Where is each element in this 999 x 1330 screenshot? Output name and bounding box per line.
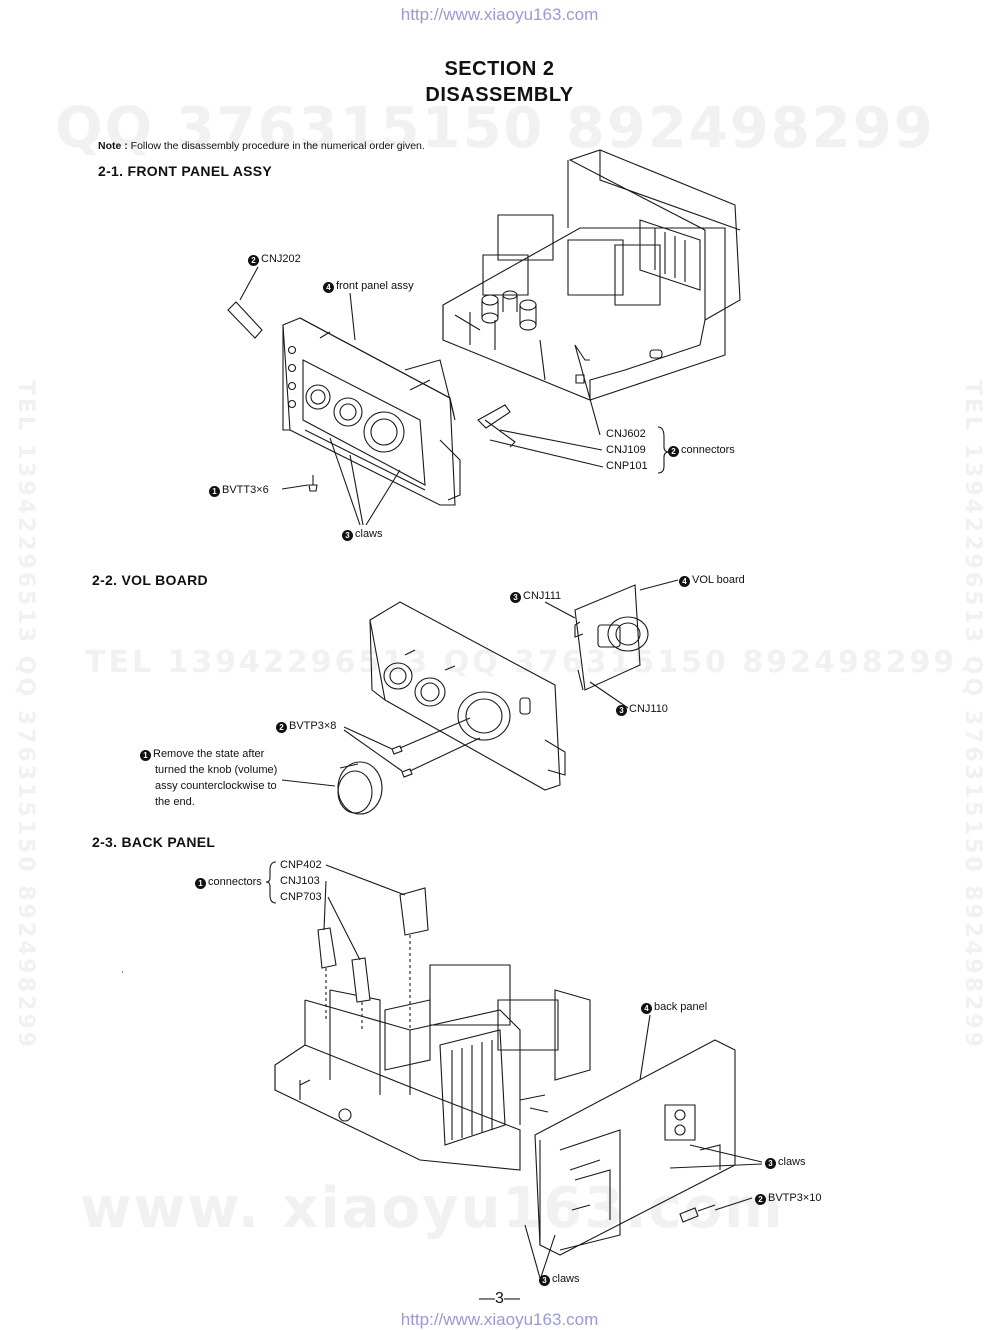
cable-cnj103 (318, 928, 336, 968)
screw-2-2-b (402, 738, 480, 777)
front-panel-2-1 (283, 318, 460, 505)
step-number-icon: 3 (539, 1275, 550, 1286)
page-number: —3— (479, 1290, 520, 1307)
chassis-unit-2-3 (275, 965, 590, 1170)
watermark-qq: QQ 376315150 892498299 (55, 96, 935, 161)
volume-knob-2-2 (338, 762, 382, 814)
header-url[interactable]: http://www.xiaoyu163.com (400, 5, 599, 24)
heading-front-panel: 2-1. FRONT PANEL ASSY (98, 163, 273, 179)
step-number-icon: 4 (641, 1003, 652, 1014)
label-cnp703: CNP703 (280, 891, 322, 903)
vol-pcb-2-2 (575, 585, 648, 690)
back-panel-2-3 (535, 1040, 735, 1255)
label-cnp402: CNP402 (280, 859, 322, 871)
step-number-icon: 4 (323, 282, 334, 293)
note: Note : Follow the disassembly procedure … (98, 140, 425, 152)
step-number-icon: 2 (248, 255, 259, 266)
chassis-unit-2-1 (443, 150, 740, 400)
watermark-bottom: www. xiaoyu163.com (80, 1176, 785, 1241)
step-number-icon: 3 (510, 592, 521, 603)
step-number-icon: 2 (276, 722, 287, 733)
section-title: SECTION 2 (444, 58, 555, 80)
cable-bundle-2-1 (478, 405, 515, 447)
step-number-icon: 1 (209, 486, 220, 497)
step-number-icon: 4 (679, 576, 690, 587)
label-cnp101: CNP101 (606, 460, 648, 472)
cable-cnp703 (352, 958, 370, 1002)
note-label: Note : (98, 140, 128, 152)
section-subtitle: DISASSEMBLY (425, 84, 574, 106)
label-cnj602: CNJ602 (606, 428, 646, 440)
vol-board-panel-2-2 (370, 602, 565, 790)
cable-cnp402 (400, 888, 428, 935)
step-number-icon: 2 (755, 1194, 766, 1205)
step-number-icon: 3 (342, 530, 353, 541)
screw-2-1 (309, 475, 317, 491)
step-number-icon: 2 (668, 446, 679, 457)
step-number-icon: 1 (140, 750, 151, 761)
step-number-icon: 3 (765, 1158, 776, 1169)
note-text: Follow the disassembly procedure in the … (130, 140, 425, 152)
cable-cnj202 (228, 302, 262, 338)
screw-2-2-a (392, 718, 470, 754)
screw-2-3 (680, 1205, 715, 1222)
heading-vol-board: 2-2. VOL BOARD (92, 572, 208, 588)
step-number-icon: 1 (195, 878, 206, 889)
footer-url[interactable]: http://www.xiaoyu163.com (400, 1310, 599, 1329)
label-cnj109: CNJ109 (606, 444, 646, 456)
heading-back-panel: 2-3. BACK PANEL (92, 834, 216, 850)
step-number-icon: 3 (616, 705, 627, 716)
label-cnj103: CNJ103 (280, 875, 320, 887)
watermark-tel: TEL 13942296513 QQ 376315150 892498299 (85, 645, 958, 680)
